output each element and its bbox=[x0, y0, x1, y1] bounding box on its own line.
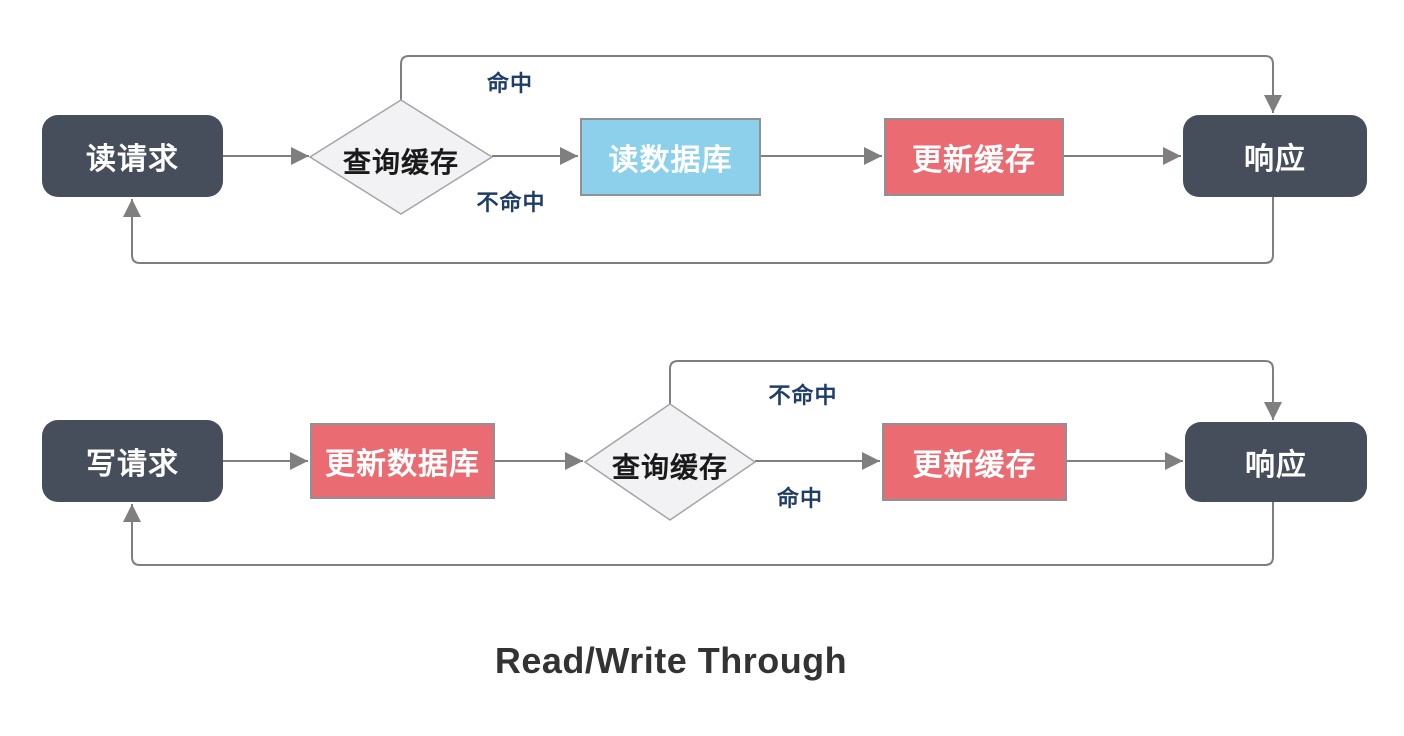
diagram-title: Read/Write Through bbox=[494, 640, 848, 681]
node-read-db: 读数据库 bbox=[580, 118, 761, 196]
node-write-update-db: 更新数据库 bbox=[310, 423, 495, 499]
edge-write-miss-bypass bbox=[669, 360, 1282, 420]
node-read-request: 读请求 bbox=[42, 115, 223, 197]
edge-label-write-hit: 命中 bbox=[776, 486, 823, 511]
edge-read-hit-bypass bbox=[400, 55, 1282, 113]
node-write-request: 写请求 bbox=[42, 420, 223, 502]
node-read-check-cache-label: 查询缓存 bbox=[342, 147, 459, 178]
edge-read-response-return bbox=[123, 197, 1274, 264]
node-write-response-label: 响应 bbox=[1245, 449, 1307, 482]
node-read-db-label: 读数据库 bbox=[608, 144, 733, 177]
edge-label-read-hit: 命中 bbox=[486, 71, 533, 96]
node-read-update-cache: 更新缓存 bbox=[884, 118, 1064, 196]
edge-label-read-miss: 不命中 bbox=[476, 190, 546, 215]
decision-write-check-cache-shape bbox=[583, 403, 757, 521]
node-write-response: 响应 bbox=[1185, 422, 1367, 502]
node-read-update-cache-label: 更新缓存 bbox=[912, 144, 1036, 177]
node-write-update-cache-label: 更新缓存 bbox=[912, 449, 1037, 482]
node-read-response: 响应 bbox=[1183, 115, 1367, 197]
node-write-request-label: 写请求 bbox=[86, 448, 179, 481]
node-read-request-label: 读请求 bbox=[86, 143, 179, 176]
edge-label-write-miss: 不命中 bbox=[768, 383, 838, 408]
node-read-response-label: 响应 bbox=[1244, 143, 1306, 176]
decision-read-check-cache-shape bbox=[308, 99, 494, 215]
node-write-update-cache: 更新缓存 bbox=[882, 423, 1067, 501]
node-write-update-db-label: 更新数据库 bbox=[325, 448, 480, 481]
edge-write-response-return bbox=[123, 502, 1274, 566]
node-write-check-cache-label: 查询缓存 bbox=[611, 452, 728, 483]
